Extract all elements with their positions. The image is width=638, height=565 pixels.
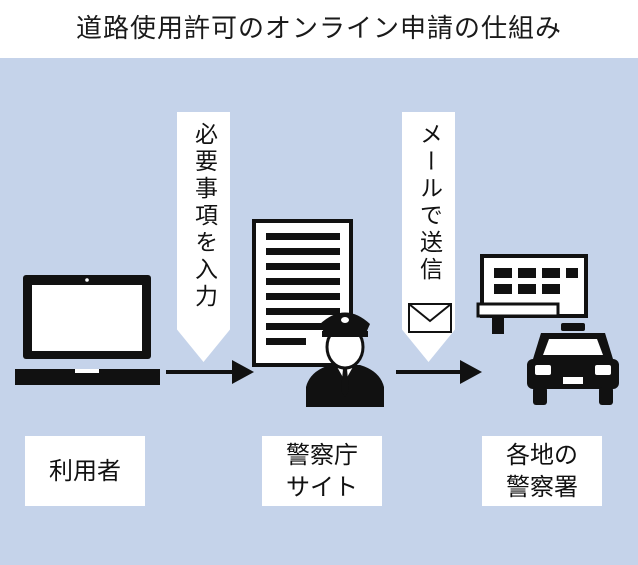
node-npa-line2: サイト	[286, 473, 358, 501]
node-user-label: 利用者	[25, 436, 145, 506]
node-user-text: 利用者	[49, 457, 121, 485]
arrow-right-2	[396, 360, 482, 384]
step-input-label: 必要事項を入力	[190, 122, 217, 311]
arrow-right-1	[166, 360, 254, 384]
node-stations-label: 各地の 警察署	[482, 436, 602, 506]
office-building-icon	[252, 219, 353, 367]
node-stations-line2: 警察署	[506, 473, 578, 501]
mail-envelope-icon	[408, 303, 452, 333]
step-send-label: メールで送信	[415, 122, 442, 284]
node-npa-label: 警察庁 サイト	[262, 436, 382, 506]
step-input-pennant: 必要事項を入力	[177, 112, 230, 362]
node-npa-line1: 警察庁	[286, 441, 358, 469]
police-officer-icon	[306, 312, 384, 407]
node-stations-line1: 各地の	[506, 441, 578, 469]
laptop-icon	[15, 275, 160, 385]
police-station-icon	[476, 254, 588, 334]
police-car-icon	[527, 323, 619, 405]
diagram-title: 道路使用許可のオンライン申請の仕組み	[0, 0, 638, 58]
